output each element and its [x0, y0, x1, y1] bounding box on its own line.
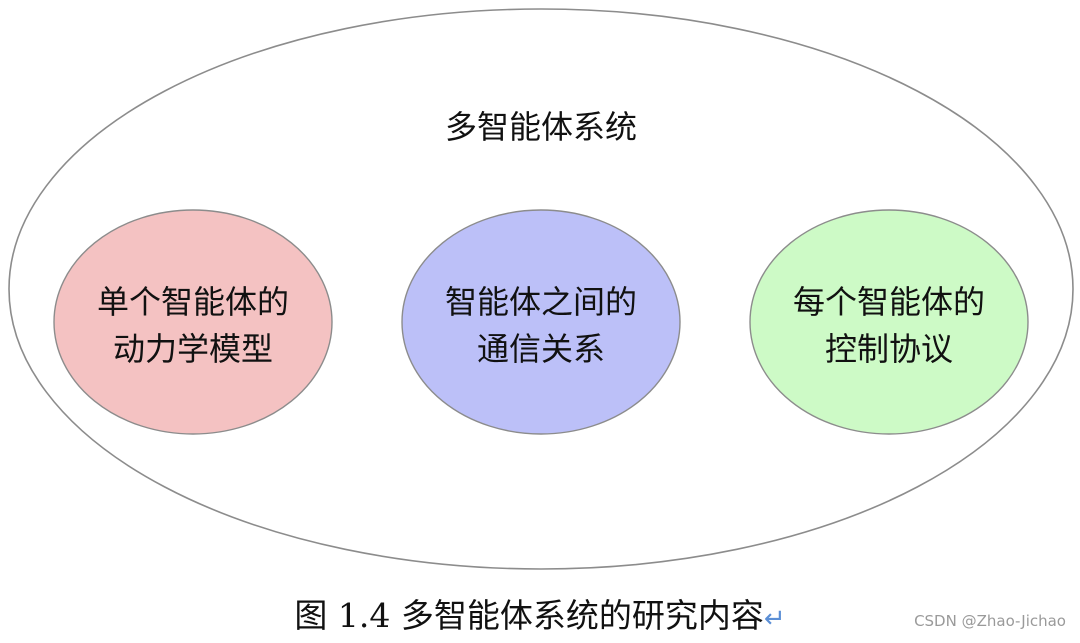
multi-agent-system-diagram: 多智能体系统 单个智能体的 动力学模型 智能体之间的 通信关系 每个智能体的 控… [8, 8, 1074, 570]
circle-control-protocol-shape [749, 209, 1029, 435]
circle-communication-shape [401, 209, 681, 435]
circle-agent-dynamics-line-2: 动力学模型 [113, 330, 273, 368]
outer-ellipse-label: 多智能体系统 [445, 108, 637, 146]
watermark: CSDN @Zhao-Jichao [914, 612, 1066, 630]
figure-caption-text: 图 1.4 多智能体系统的研究内容 [294, 596, 764, 635]
figure-caption: 图 1.4 多智能体系统的研究内容↵ [0, 592, 1080, 640]
circle-control-protocol: 每个智能体的 控制协议 [749, 209, 1029, 435]
return-mark-icon: ↵ [763, 604, 786, 634]
circle-communication-line-2: 通信关系 [477, 330, 605, 368]
circle-agent-dynamics: 单个智能体的 动力学模型 [53, 209, 333, 435]
circle-agent-dynamics-shape [53, 209, 333, 435]
circle-communication: 智能体之间的 通信关系 [401, 209, 681, 435]
circle-control-protocol-line-1: 每个智能体的 [793, 283, 985, 321]
circle-agent-dynamics-line-1: 单个智能体的 [97, 283, 289, 321]
circle-control-protocol-line-2: 控制协议 [825, 330, 953, 368]
circle-communication-line-1: 智能体之间的 [445, 283, 637, 321]
